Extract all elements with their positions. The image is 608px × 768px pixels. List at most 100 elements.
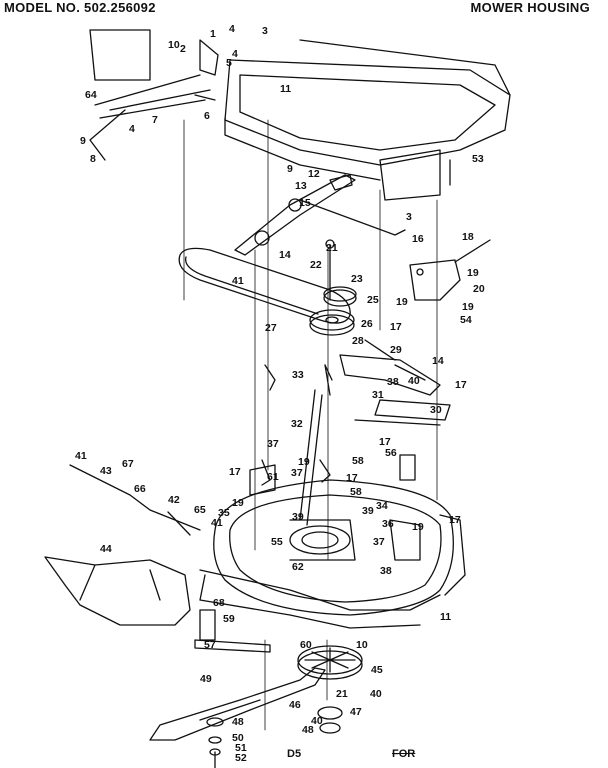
part-label-18: 18 — [462, 231, 474, 243]
part-label-66: 66 — [134, 483, 146, 495]
model-number-heading: MODEL NO. 502.256092 — [4, 0, 156, 15]
part-label-58: 58 — [350, 486, 362, 498]
part-label-7: 7 — [152, 114, 158, 126]
section-title-heading: MOWER HOUSING — [470, 0, 590, 15]
lift-linkage — [89, 39, 219, 161]
part-label-30: 30 — [430, 404, 442, 416]
part-label-16: 16 — [412, 233, 424, 245]
part-label-32: 32 — [291, 418, 303, 430]
part-label-4: 4 — [229, 23, 235, 35]
part-label-17: 17 — [455, 379, 467, 391]
part-label-4: 4 — [232, 48, 238, 60]
part-label-41: 41 — [75, 450, 87, 462]
part-label-19: 19 — [298, 456, 310, 468]
footer-note: FOR — [392, 748, 416, 760]
part-label-11: 11 — [280, 83, 291, 95]
part-label-38: 38 — [380, 565, 392, 577]
part-label-21: 21 — [326, 242, 338, 254]
idler-bracket — [234, 174, 406, 256]
part-label-23: 23 — [351, 273, 363, 285]
part-label-3: 3 — [406, 211, 412, 223]
part-label-48: 48 — [302, 724, 314, 736]
part-label-8: 8 — [90, 153, 96, 165]
part-label-6: 6 — [204, 110, 210, 122]
part-label-61: 61 — [267, 471, 279, 483]
part-label-34: 34 — [376, 500, 388, 512]
part-label-42: 42 — [168, 494, 180, 506]
part-label-5: 5 — [226, 57, 232, 69]
part-label-48: 48 — [232, 716, 244, 728]
part-label-21: 21 — [336, 688, 348, 700]
part-label-62: 62 — [292, 561, 304, 573]
part-label-17: 17 — [379, 436, 391, 448]
part-label-2: 2 — [180, 43, 186, 55]
idler-pulleys — [309, 239, 357, 336]
part-label-65: 65 — [194, 504, 206, 516]
part-label-35: 35 — [218, 507, 230, 519]
part-label-53: 53 — [472, 153, 484, 165]
part-number-callouts: 1 2 3 4 4 5 10 11 64 7 6 4 9 8 53 9 12 1… — [75, 23, 485, 764]
part-label-12: 12 — [308, 168, 320, 180]
part-label-10: 10 — [168, 39, 180, 51]
blade-adapter — [297, 645, 363, 734]
part-label-54: 54 — [460, 314, 472, 326]
part-label-3: 3 — [262, 25, 268, 37]
part-label-19: 19 — [412, 521, 424, 533]
part-label-10: 10 — [356, 639, 368, 651]
part-label-29: 29 — [390, 344, 402, 356]
part-label-33: 33 — [292, 369, 304, 381]
chassis-frame — [89, 29, 511, 201]
right-bracket — [409, 239, 491, 301]
part-label-51: 51 — [235, 742, 247, 754]
part-label-17: 17 — [346, 472, 358, 484]
part-label-1: 1 — [210, 28, 216, 40]
part-label-39: 39 — [292, 511, 304, 523]
part-label-13: 13 — [295, 180, 307, 192]
part-label-40: 40 — [370, 688, 382, 700]
part-label-27: 27 — [265, 322, 277, 334]
part-label-19: 19 — [467, 267, 479, 279]
part-label-41: 41 — [232, 275, 244, 287]
part-label-47: 47 — [350, 706, 362, 718]
pivot-arm — [324, 339, 451, 426]
part-label-36: 36 — [382, 518, 394, 530]
drive-belt — [178, 247, 351, 324]
part-label-40: 40 — [408, 375, 420, 387]
part-label-11: 11 — [440, 611, 451, 623]
part-label-37: 37 — [373, 536, 385, 548]
part-label-38: 38 — [387, 376, 399, 388]
part-label-45: 45 — [371, 664, 383, 676]
part-label-17: 17 — [390, 321, 402, 333]
part-label-19: 19 — [396, 296, 408, 308]
part-label-15: 15 — [299, 197, 311, 209]
part-label-25: 25 — [367, 294, 379, 306]
part-label-50: 50 — [232, 732, 244, 744]
part-label-67: 67 — [122, 458, 134, 470]
part-label-9: 9 — [80, 135, 86, 147]
part-label-52: 52 — [235, 752, 247, 764]
part-label-68: 68 — [213, 597, 225, 609]
part-label-31: 31 — [372, 389, 384, 401]
mower-deck — [199, 454, 466, 629]
part-label-43: 43 — [100, 465, 112, 477]
part-label-56: 56 — [385, 447, 397, 459]
part-label-58: 58 — [352, 455, 364, 467]
part-label-64: 64 — [85, 89, 97, 101]
part-label-14: 14 — [279, 249, 291, 261]
part-label-20: 20 — [473, 283, 485, 295]
part-label-22: 22 — [310, 259, 322, 271]
part-label-41: 41 — [211, 517, 223, 529]
part-label-37: 37 — [267, 438, 279, 450]
part-label-44: 44 — [100, 543, 112, 555]
part-label-17: 17 — [449, 514, 461, 526]
part-label-4: 4 — [129, 123, 135, 135]
part-label-55: 55 — [271, 536, 283, 548]
part-label-17: 17 — [229, 466, 241, 478]
part-label-57: 57 — [204, 639, 216, 651]
part-label-14: 14 — [432, 355, 444, 367]
part-label-40: 40 — [311, 715, 323, 727]
discharge-chute — [44, 556, 191, 626]
part-label-60: 60 — [300, 639, 312, 651]
part-label-28: 28 — [352, 335, 364, 347]
